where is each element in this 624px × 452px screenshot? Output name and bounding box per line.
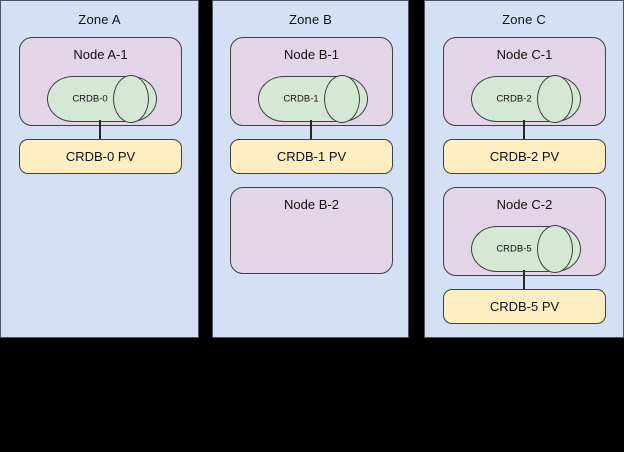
cylinder-end-cap (537, 225, 573, 273)
zone-panel-b: Zone B Node B-1 CRDB-1 CRDB-1 PV Node B-… (212, 0, 409, 338)
database-label: CRDB-0 (72, 93, 108, 105)
persistent-volume-crdb-0: CRDB-0 PV (19, 139, 182, 174)
node-b-1-label: Node B-1 (284, 47, 339, 62)
connector-node-c-1-to-pv (523, 120, 525, 140)
zone-title-b: Zone B (288, 12, 333, 27)
node-b-2-label: Node B-2 (284, 197, 339, 212)
database-label: CRDB-5 (496, 243, 532, 255)
database-label: CRDB-1 (283, 93, 319, 105)
pv-label: CRDB-0 PV (65, 149, 136, 164)
persistent-volume-crdb-1: CRDB-1 PV (230, 139, 393, 174)
node-a-1-label: Node A-1 (73, 47, 128, 62)
zone-title-c: Zone C (502, 12, 546, 27)
database-cylinder-crdb-0: CRDB-0 (47, 75, 157, 123)
persistent-volume-crdb-2: CRDB-2 PV (443, 139, 606, 174)
pv-label: CRDB-2 PV (489, 149, 560, 164)
node-c-2-label: Node C-2 (496, 197, 553, 212)
zone-panel-c: Zone C Node C-1 CRDB-2 CRDB-2 PV Node C-… (424, 0, 624, 338)
cylinder-end-cap (324, 75, 360, 123)
pv-label: CRDB-5 PV (489, 299, 560, 314)
connector-node-c-2-to-pv (523, 270, 525, 290)
connector-node-a-1-to-pv (99, 120, 101, 140)
cylinder-end-cap (537, 75, 573, 123)
node-b-1: Node B-1 CRDB-1 (230, 37, 393, 126)
node-b-2: Node B-2 (230, 187, 393, 274)
node-c-1-label: Node C-1 (496, 47, 553, 62)
cylinder-end-cap (113, 75, 149, 123)
zone-title-a: Zone A (78, 12, 121, 27)
zone-panel-a: Zone A Node A-1 CRDB-0 CRDB-0 PV (0, 0, 199, 338)
database-label: CRDB-2 (496, 93, 532, 105)
node-a-1: Node A-1 CRDB-0 (19, 37, 182, 126)
connector-node-b-1-to-pv (310, 120, 312, 140)
database-cylinder-crdb-1: CRDB-1 (258, 75, 368, 123)
persistent-volume-crdb-5: CRDB-5 PV (443, 289, 606, 324)
node-c-1: Node C-1 CRDB-2 (443, 37, 606, 126)
database-cylinder-crdb-5: CRDB-5 (471, 225, 581, 273)
pv-label: CRDB-1 PV (276, 149, 347, 164)
database-cylinder-crdb-2: CRDB-2 (471, 75, 581, 123)
node-c-2: Node C-2 CRDB-5 (443, 187, 606, 276)
